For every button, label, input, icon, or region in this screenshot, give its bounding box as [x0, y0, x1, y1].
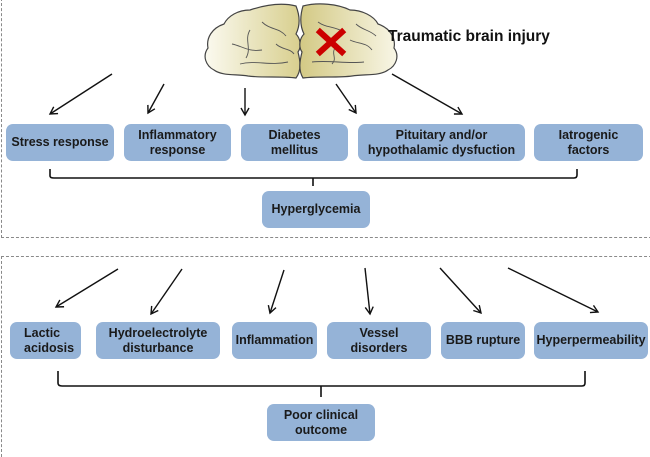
arrow-to-hydroelectrolyte: [150, 268, 183, 316]
arrow-to-iatrogenic: [391, 73, 464, 115]
cause-box-iatrogenic-factors: Iatrogenic factors: [534, 124, 643, 161]
arrow-to-lactic: [54, 268, 119, 308]
top-panel: [1, 0, 650, 238]
diagram-title: Traumatic brain injury: [388, 28, 550, 45]
top-bracket: [49, 169, 578, 186]
arrow-to-vessel: [364, 267, 374, 316]
effect-box-bbb-rupture: BBB rupture: [441, 322, 525, 359]
effect-box-lactic-acidosis: Lactic acidosis: [10, 322, 81, 359]
diagram-lines: [48, 3, 600, 397]
cause-box-inflammatory-response: Inflammatory response: [124, 124, 231, 161]
effect-box-inflammation: Inflammation: [232, 322, 317, 359]
effect-box-hyperpermeability: Hyperpermeability: [534, 322, 648, 359]
cause-box-stress-response: Stress response: [6, 124, 114, 161]
arrow-to-inflammatory: [147, 83, 165, 115]
arrow-to-bbb: [439, 267, 482, 315]
top-arrows: [48, 73, 464, 117]
arrow-to-pituitary: [335, 83, 357, 115]
brain-icon: [204, 3, 398, 79]
bottom-panel: [1, 256, 650, 457]
bottom-arrows: [54, 267, 600, 316]
cause-box-diabetes-mellitus: Diabetes mellitus: [241, 124, 348, 161]
arrow-to-inflammation: [267, 269, 285, 315]
effect-box-vessel-disorders: Vessel disorders: [327, 322, 431, 359]
effect-box-hydroelectrolyte: Hydroelectrolyte disturbance: [96, 322, 220, 359]
bottom-bracket: [57, 371, 586, 397]
cause-box-pituitary-hypothalamic: Pituitary and/or hypothalamic dysfuction: [358, 124, 525, 161]
result-box-hyperglycemia: Hyperglycemia: [262, 191, 370, 228]
arrow-to-stress: [48, 73, 113, 115]
arrow-to-hyperpermeability: [507, 267, 600, 314]
red-x-icon: [315, 27, 347, 57]
result-box-poor-clinical-outcome: Poor clinical outcome: [267, 404, 375, 441]
